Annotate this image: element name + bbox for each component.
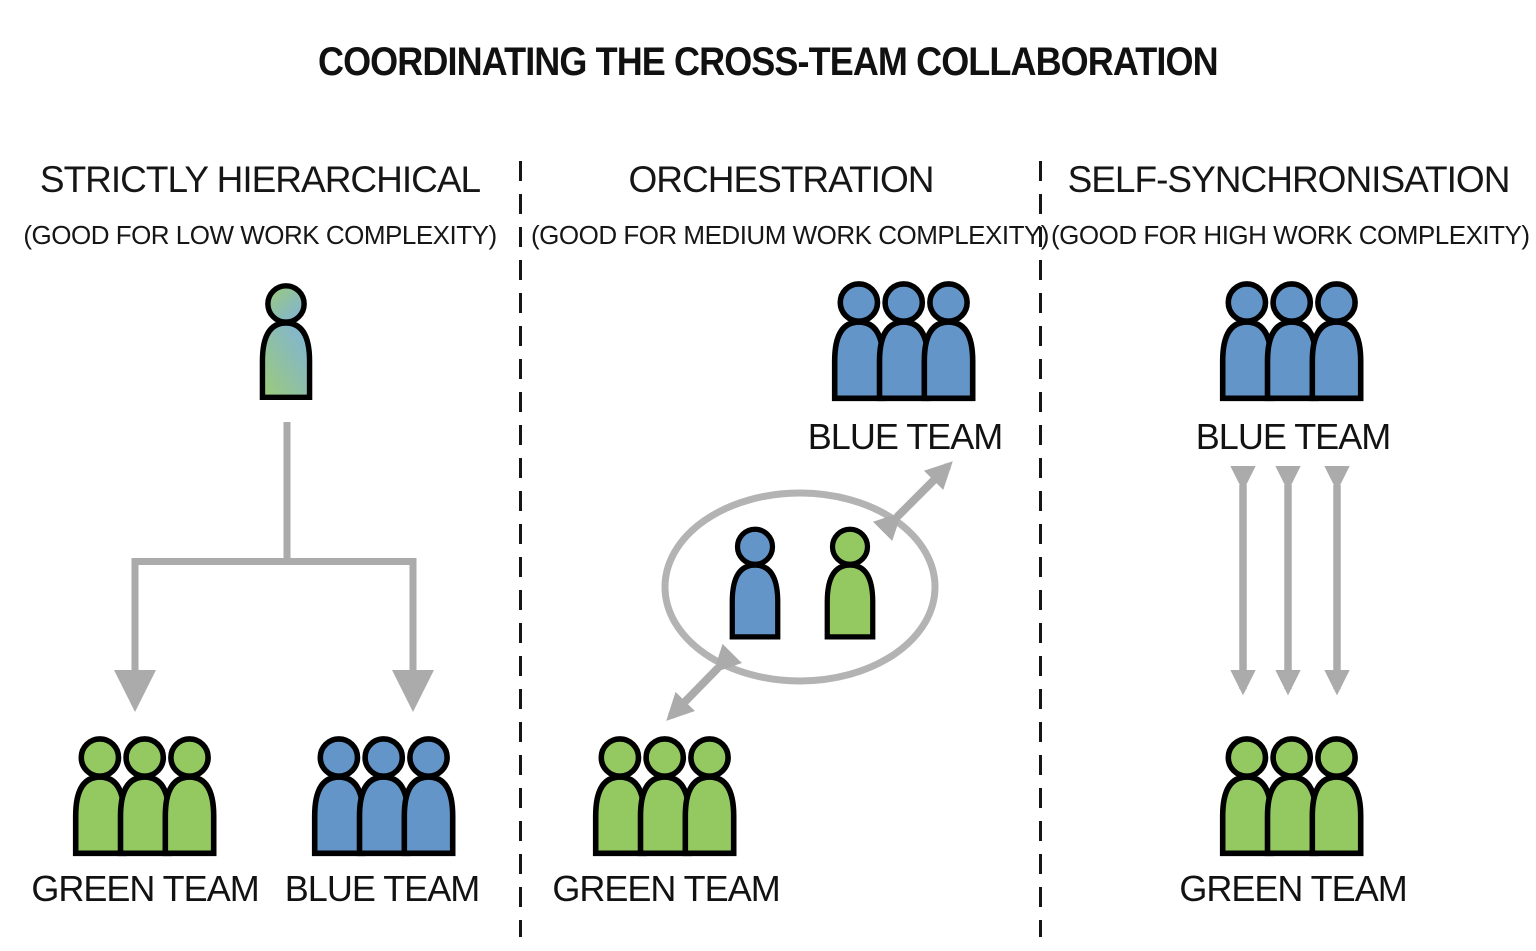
panel1-title: STRICTLY HIERARCHICAL [39,159,481,200]
panel-divider-right [1039,161,1042,937]
panel1-blue-team-label: BLUE TEAM [284,868,480,909]
blue-team-icon [1218,280,1369,404]
panel2-green-team-label: GREEN TEAM [552,868,780,909]
panel2-blue-team-label: BLUE TEAM [807,416,1003,457]
panel2-title: ORCHESTRATION [628,159,935,200]
page-title: COORDINATING THE CROSS-TEAM COLLABORATIO… [318,40,1219,84]
panel3-title: SELF-SYNCHRONISATION [1067,159,1511,200]
panel3-blue-team-label: BLUE TEAM [1195,416,1391,457]
orchestrators-ellipse [661,489,939,685]
blue-team-icon [310,735,461,859]
arrow-to-blue-team [872,461,953,542]
green-team-icon [71,735,222,859]
panel3-green-team-label: GREEN TEAM [1179,868,1407,909]
green-team-icon [591,735,742,859]
panel1-subtitle: (GOOD FOR LOW WORK COMPLEXITY) [23,220,497,250]
green-team-icon [1218,735,1369,859]
panel2-subtitle: (GOOD FOR MEDIUM WORK COMPLEXITY) [531,220,1049,250]
leader-person-icon [259,283,313,400]
blue-person-icon [727,523,783,644]
panel-divider-left [519,161,522,937]
blue-team-icon [830,280,981,404]
green-person-icon [822,523,878,644]
sync-arrows [1230,465,1350,696]
hierarchy-connector-arrows [114,422,434,712]
arrow-to-green-team [666,643,742,721]
panel1-green-team-label: GREEN TEAM [31,868,259,909]
panel3-subtitle: (GOOD FOR HIGH WORK COMPLEXITY) [1051,220,1530,250]
